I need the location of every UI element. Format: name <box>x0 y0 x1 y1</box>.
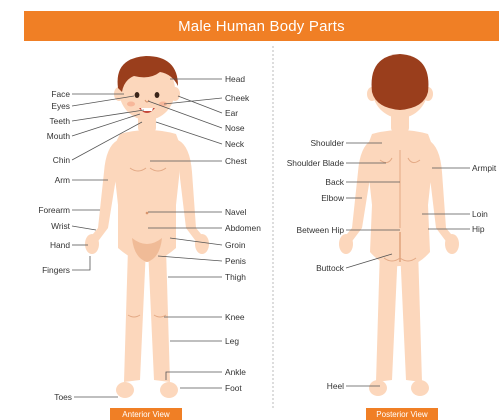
label-ankle: Ankle <box>225 367 246 377</box>
label-fingers: Fingers <box>20 265 70 275</box>
label-forearm: Forearm <box>20 205 70 215</box>
posterior-figure <box>339 54 459 396</box>
label-mouth: Mouth <box>20 131 70 141</box>
label-heel: Heel <box>274 381 344 391</box>
label-arm: Arm <box>20 175 70 185</box>
leader-wrist <box>72 226 96 230</box>
label-back: Back <box>274 177 344 187</box>
posterior-view-label: Posterior View <box>376 410 427 419</box>
label-teeth: Teeth <box>20 116 70 126</box>
label-loin: Loin <box>472 209 488 219</box>
label-elbow: Elbow <box>274 193 344 203</box>
leader-fingers <box>72 256 90 270</box>
posterior-view-tab: Posterior View <box>366 408 438 420</box>
label-knee: Knee <box>225 312 245 322</box>
leader-penis <box>158 256 222 261</box>
label-cheek: Cheek <box>225 93 249 103</box>
label-face: Face <box>20 89 70 99</box>
label-head: Head <box>225 74 245 84</box>
label-hip: Hip <box>472 224 485 234</box>
anterior-view-label: Anterior View <box>122 410 169 419</box>
label-between-hip: Between Hip <box>274 225 344 235</box>
label-penis: Penis <box>225 256 246 266</box>
label-hand: Hand <box>20 240 70 250</box>
label-leg: Leg <box>225 336 239 346</box>
label-chest: Chest <box>225 156 247 166</box>
label-foot: Foot <box>225 383 242 393</box>
label-neck: Neck <box>225 139 244 149</box>
leader-ankle <box>166 372 222 380</box>
anterior-figure <box>85 56 209 398</box>
label-toes: Toes <box>20 392 72 402</box>
label-eyes: Eyes <box>20 101 70 111</box>
anterior-view-tab: Anterior View <box>110 408 182 420</box>
label-wrist: Wrist <box>20 221 70 231</box>
label-groin: Groin <box>225 240 245 250</box>
label-buttock: Buttock <box>274 263 344 273</box>
label-chin: Chin <box>20 155 70 165</box>
label-armpit: Armpit <box>472 163 496 173</box>
label-ear: Ear <box>225 108 238 118</box>
label-navel: Navel <box>225 207 246 217</box>
label-thigh: Thigh <box>225 272 246 282</box>
label-abdomen: Abdomen <box>225 223 261 233</box>
label-shoulder: Shoulder <box>274 138 344 148</box>
label-shoulder-blade: Shoulder Blade <box>274 158 344 168</box>
label-nose: Nose <box>225 123 245 133</box>
